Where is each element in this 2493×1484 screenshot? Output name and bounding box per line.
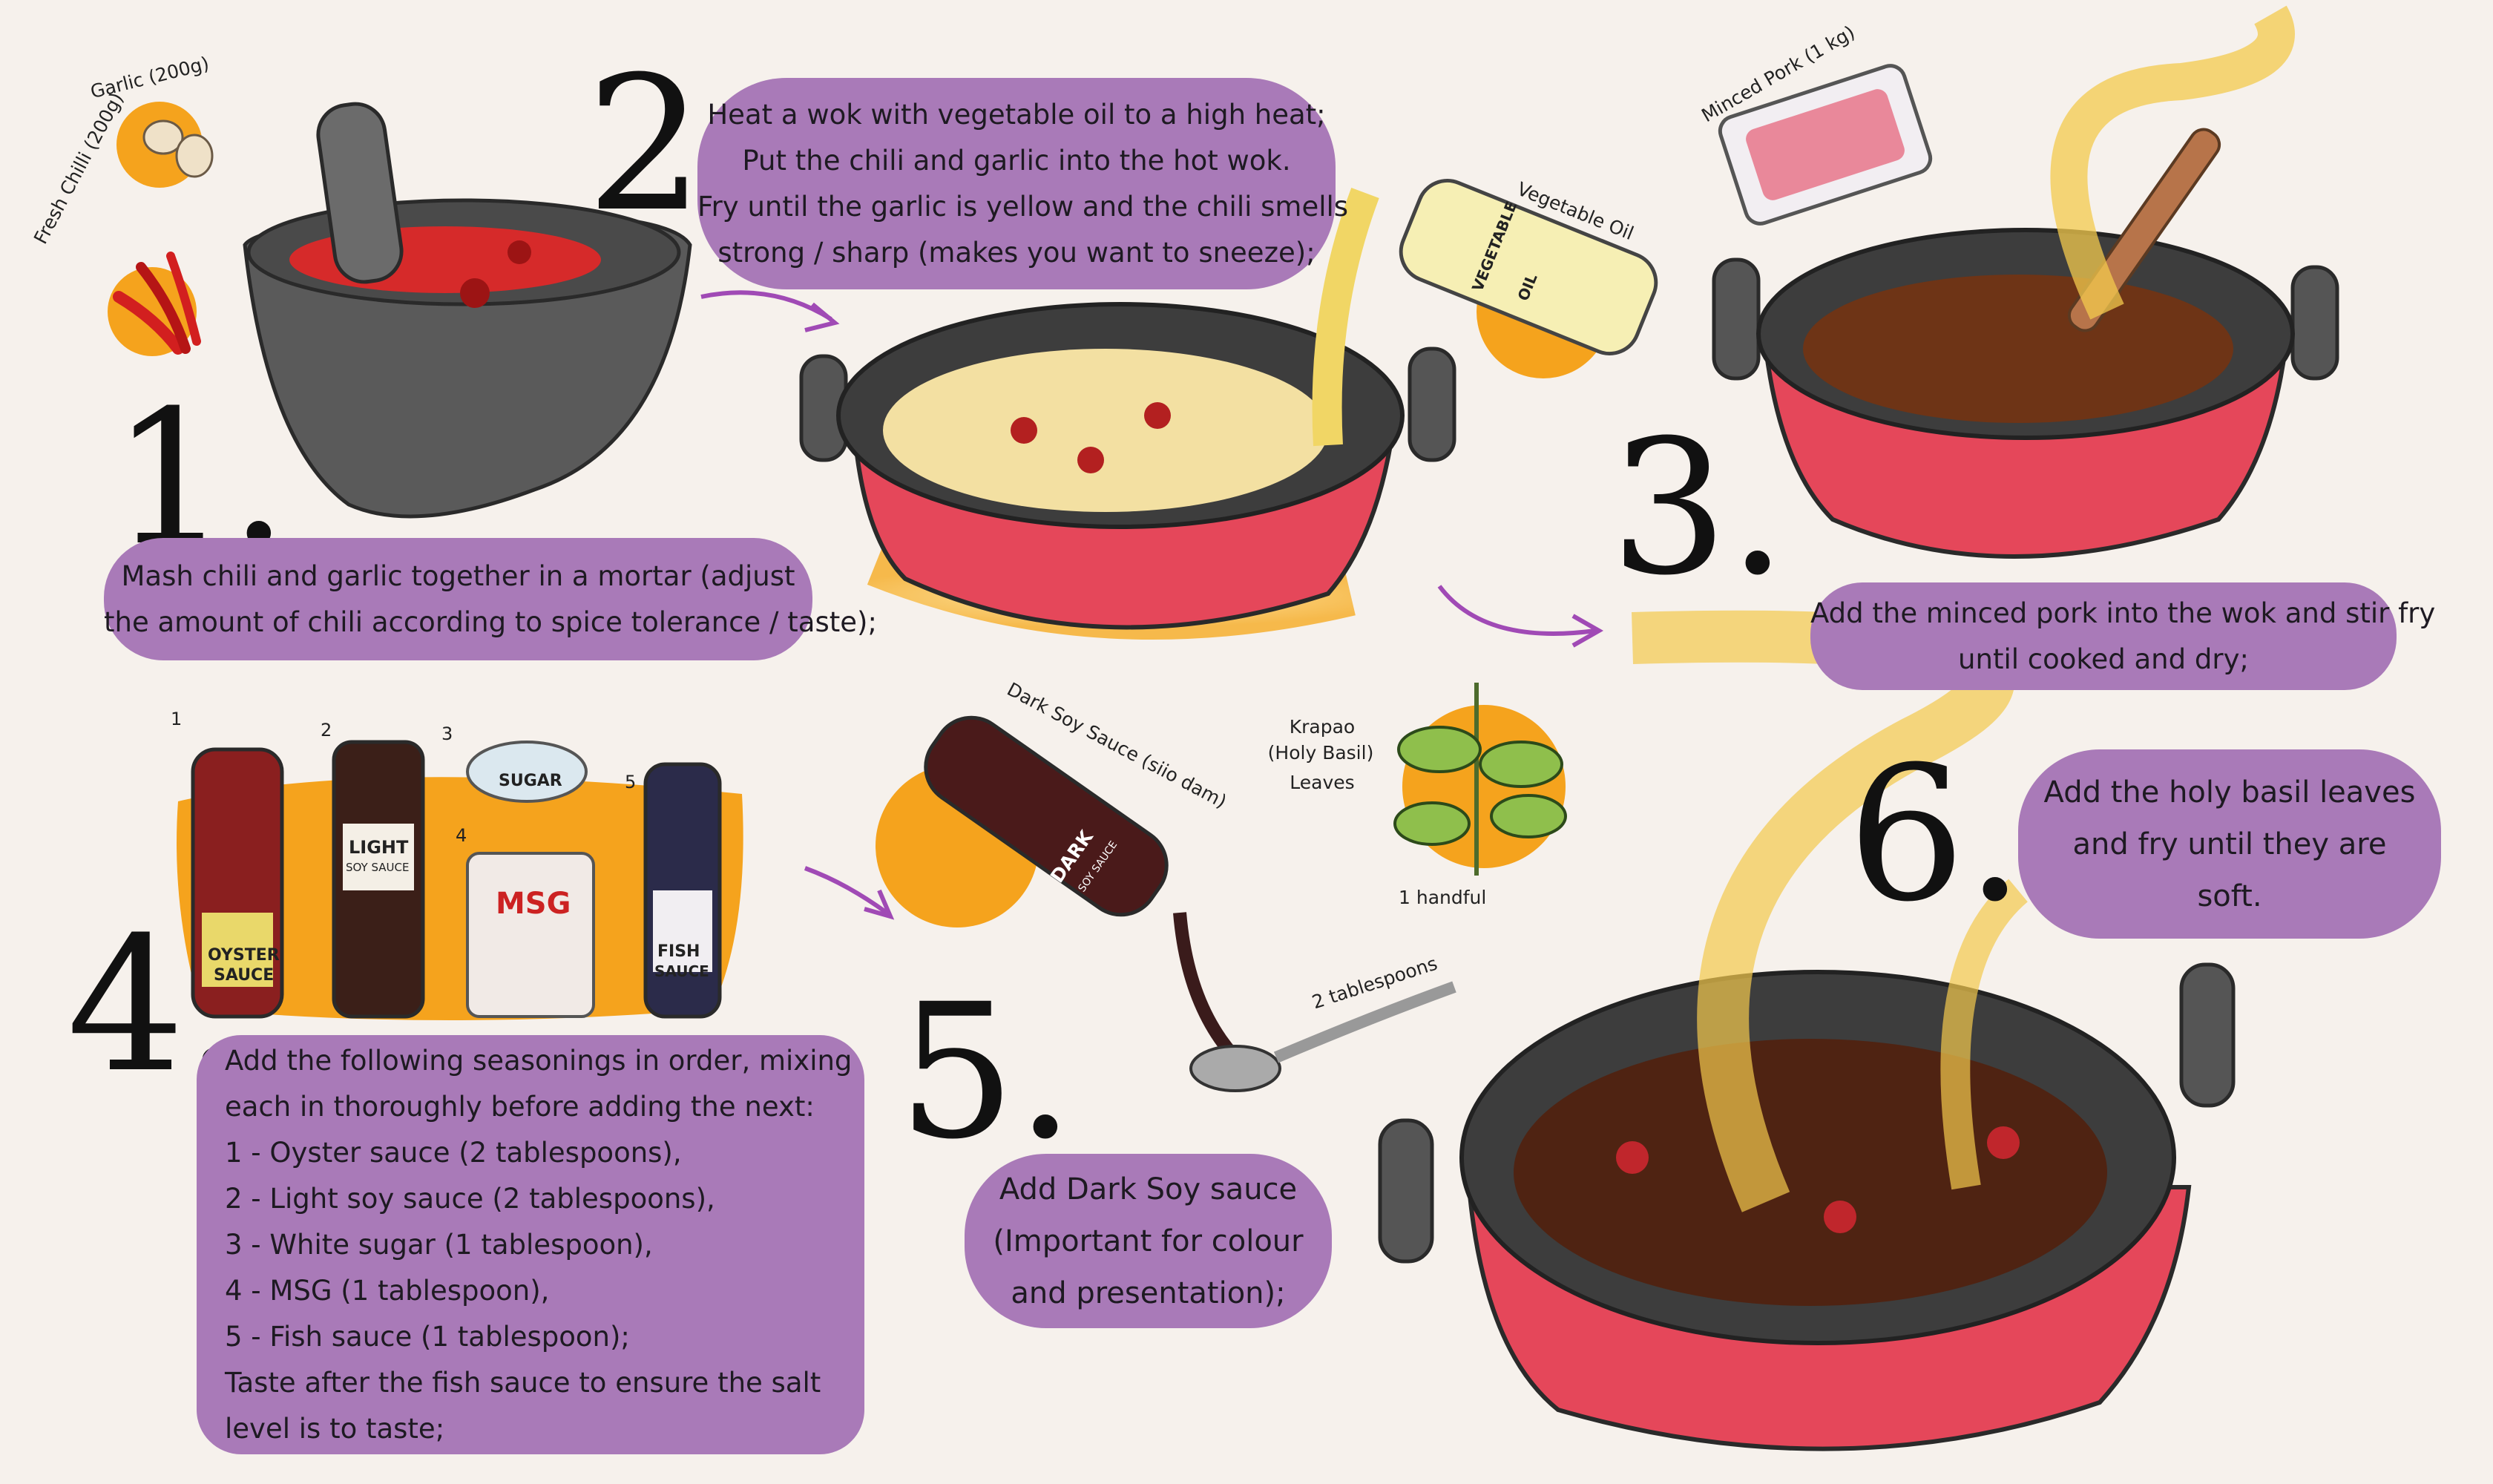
seasoning-number-4: 4 — [456, 825, 467, 846]
step-2-line: Fry until the garlic is yellow and the c… — [697, 190, 1349, 223]
step-2-line: Put the chili and garlic into the hot wo… — [742, 144, 1291, 177]
basil-icon — [1393, 683, 1567, 876]
seasoning-number-5: 5 — [625, 772, 637, 792]
sugar-label: SUGAR — [499, 772, 562, 790]
step-4-instructions: Add the following seasonings in order, m… — [197, 1035, 864, 1454]
wok-step2-icon — [799, 302, 1456, 640]
seasoning-number-3: 3 — [441, 723, 453, 744]
oil-bottle-icon — [1312, 178, 1658, 447]
light-soy-label: LIGHT — [349, 837, 409, 858]
step-6-line: Add the holy basil leaves — [2043, 775, 2416, 810]
step-2-instructions: Heat a wok with vegetable oil to a high … — [697, 78, 1349, 289]
step-4-line: level is to taste; — [225, 1412, 445, 1445]
step-4-line: 2 - Light soy sauce (2 tablespoons), — [225, 1182, 715, 1215]
step-1-instructions: Mash chili and garlic together in a mort… — [104, 538, 877, 660]
basil-label-3: Leaves — [1290, 772, 1355, 793]
step-5-line: Add Dark Soy sauce — [999, 1172, 1298, 1206]
step-2-line: Heat a wok with vegetable oil to a high … — [707, 98, 1326, 131]
fish-sauce-label-2: SAUCE — [654, 962, 709, 980]
step-3-instructions: Add the minced pork into the wok and sti… — [1810, 582, 2436, 690]
step-6-line: and fry until they are — [2072, 827, 2387, 861]
step-3-number: 3. — [1610, 400, 1787, 616]
seasoning-number-2: 2 — [321, 720, 332, 741]
seasoning-number-1: 1 — [171, 709, 183, 729]
step-3-line: until cooked and dry; — [1958, 643, 2249, 675]
step-2-line: strong / sharp (makes you want to sneeze… — [717, 236, 1316, 269]
chilli-icon — [108, 252, 201, 356]
step-4-line: each in thoroughly before adding the nex… — [225, 1090, 815, 1123]
mortar-icon — [243, 102, 692, 519]
spoon-icon — [1189, 981, 1456, 1092]
step-4-line: 5 - Fish sauce (1 tablespoon); — [225, 1320, 630, 1353]
step-5-line: and presentation); — [1011, 1275, 1286, 1310]
basil-label-1: Krapao — [1289, 716, 1356, 738]
step-1-line: the amount of chili according to spice t… — [104, 605, 877, 638]
seasonings-backdrop — [177, 777, 743, 1020]
step-4-line: 1 - Oyster sauce (2 tablespoons), — [225, 1136, 682, 1169]
handful-label: 1 handful — [1399, 887, 1487, 908]
step-6-number: 6. — [1847, 726, 2025, 942]
step-1-line: Mash chili and garlic together in a mort… — [121, 559, 795, 592]
fish-sauce-bottle-icon — [643, 762, 722, 1019]
pork-pack-icon — [1718, 64, 1933, 226]
oyster-sauce-label: OYSTER — [208, 946, 280, 965]
msg-bag-icon — [466, 852, 595, 1018]
step-4-line: Add the following seasonings in order, m… — [225, 1044, 853, 1077]
step-4-line: 4 - MSG (1 tablespoon), — [225, 1274, 550, 1307]
sugar-bowl-icon — [466, 741, 588, 803]
step-6-instructions: Add the holy basil leaves and fry until … — [2018, 749, 2441, 939]
step-4-line: 3 - White sugar (1 tablespoon), — [225, 1228, 653, 1261]
step-3-line: Add the minced pork into the wok and sti… — [1810, 597, 2436, 629]
oyster-sauce-label-2: SAUCE — [214, 966, 275, 985]
step-5-line: (Important for colour — [993, 1224, 1304, 1258]
step-5-number: 5. — [898, 964, 1075, 1180]
step-5-instructions: Add Dark Soy sauce (Important for colour… — [965, 1154, 1332, 1328]
dark-soy-bottle-icon — [876, 715, 1237, 1058]
light-soy-label-2: SOY SAUCE — [346, 861, 410, 874]
arrow-2-to-3 — [1437, 585, 1604, 648]
wok-step3-icon — [1712, 5, 2339, 559]
light-soy-bottle-icon — [332, 740, 425, 1019]
msg-label: MSG — [496, 887, 571, 921]
step-4-line: Taste after the fish sauce to ensure the… — [225, 1366, 821, 1399]
fish-sauce-label: FISH — [657, 942, 700, 961]
step-6-line: soft. — [2197, 879, 2262, 913]
garlic-icon — [116, 102, 214, 188]
basil-label-2: (Holy Basil) — [1267, 742, 1374, 764]
arrow-1-to-2 — [700, 290, 840, 332]
arrow-4-to-5 — [804, 866, 895, 920]
oyster-sauce-bottle-icon — [191, 747, 284, 1019]
